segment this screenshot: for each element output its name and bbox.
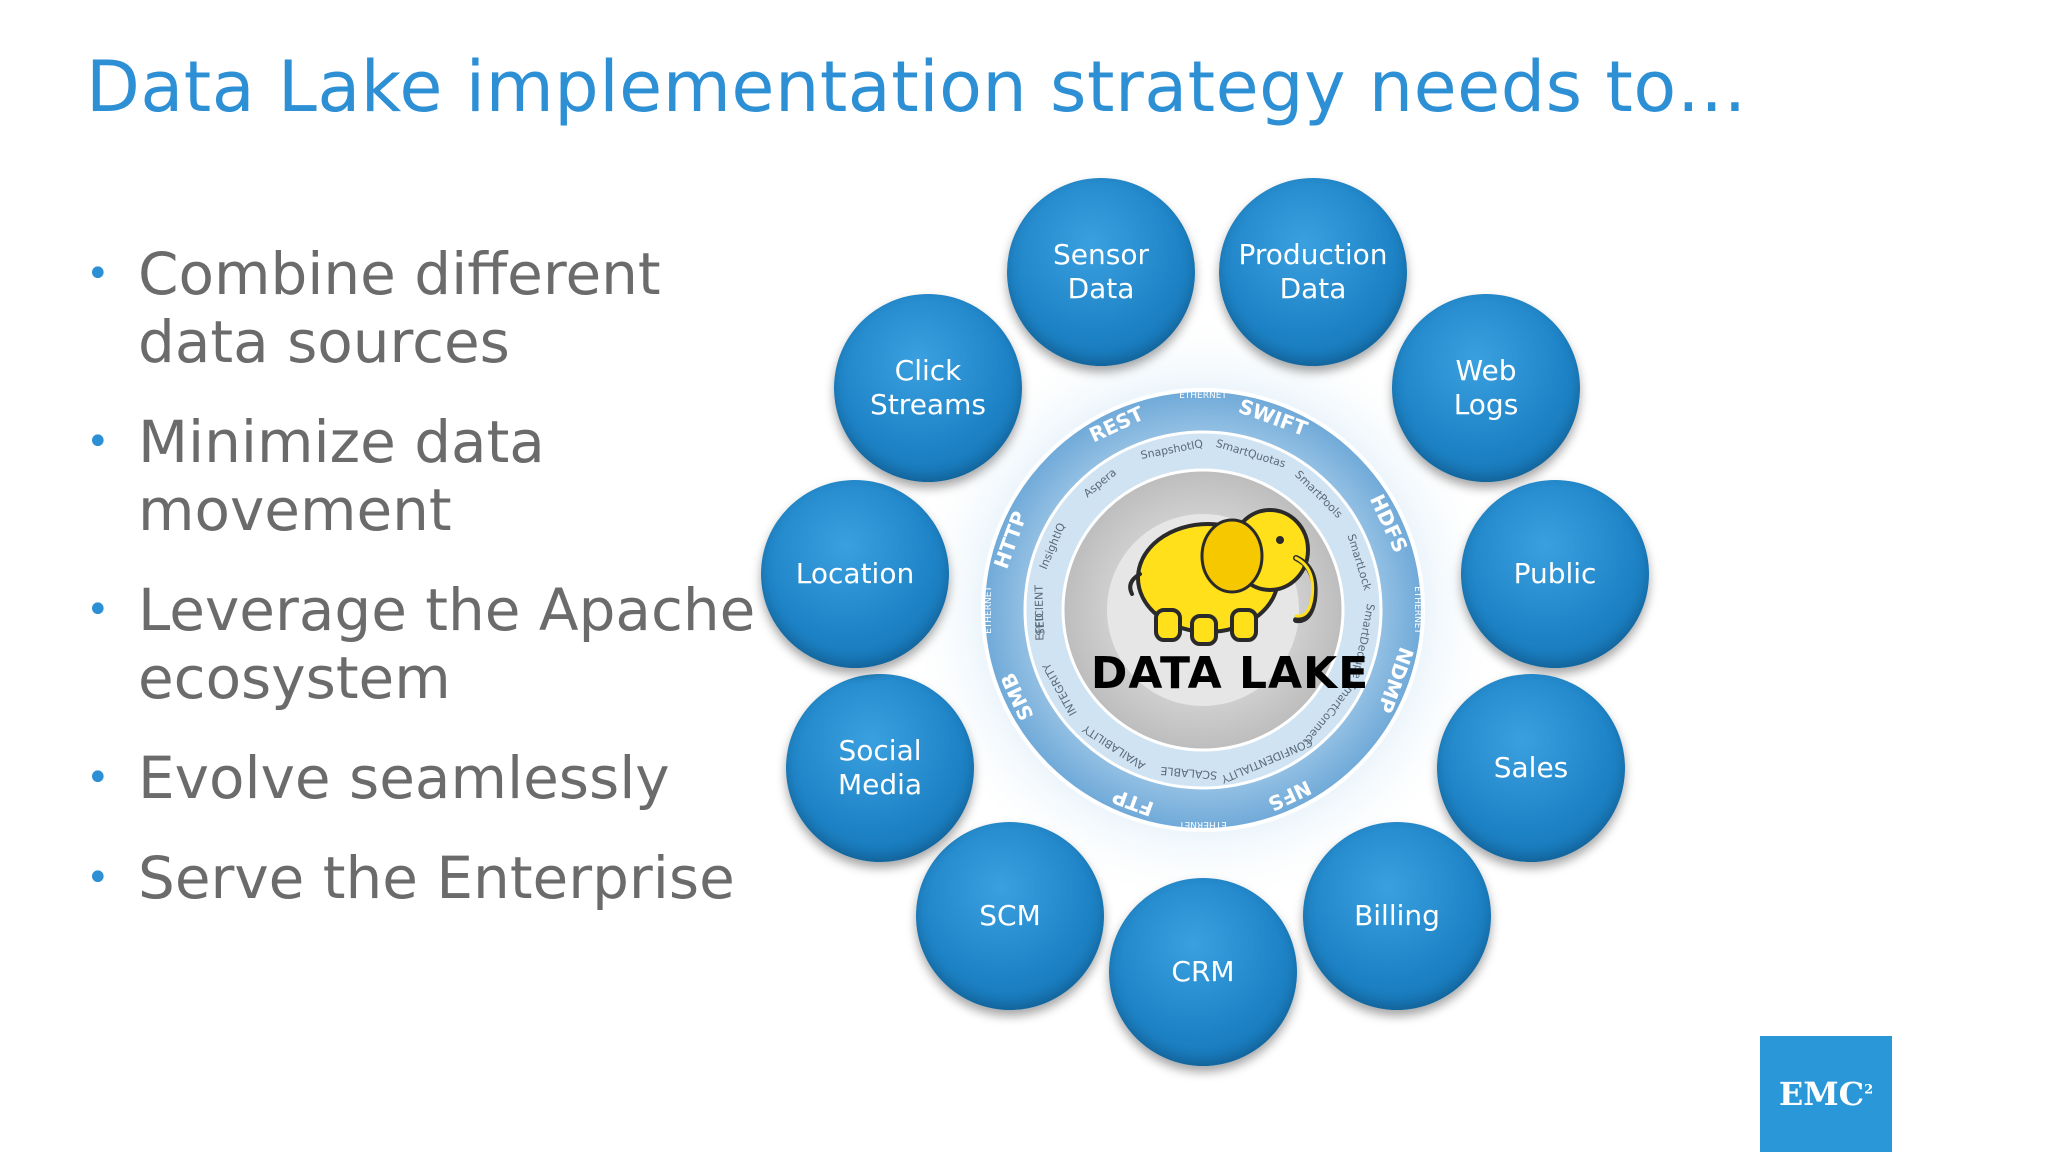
- emc-logo-text: EMC2: [1778, 1075, 1874, 1113]
- node-social-media[interactable]: Social Media: [786, 674, 974, 862]
- node-billing[interactable]: Billing: [1303, 822, 1491, 1010]
- ring-word: ETHERNET: [1179, 391, 1227, 401]
- node-label: Billing: [1354, 899, 1440, 932]
- bullet-dot-icon: •: [86, 755, 110, 801]
- node-web-logs[interactable]: Web Logs: [1392, 294, 1580, 482]
- node-label: Public: [1513, 557, 1597, 590]
- yellow-elephant-icon: [1128, 508, 1318, 646]
- bullet-text: Minimize data movement: [138, 408, 545, 544]
- node-sales[interactable]: Sales: [1437, 674, 1625, 862]
- ring-word: SED: [1033, 613, 1048, 636]
- emc-logo: EMC2: [1760, 1036, 1892, 1152]
- node-click-streams[interactable]: Click Streams: [834, 294, 1022, 482]
- node-label: Sales: [1493, 751, 1569, 784]
- node-location[interactable]: Location: [761, 480, 949, 668]
- node-label: Social Media: [837, 734, 923, 801]
- node-label: SCM: [979, 899, 1041, 932]
- bullet-text: Combine different data sources: [138, 240, 661, 376]
- node-public[interactable]: Public: [1461, 480, 1649, 668]
- node-sensor-data[interactable]: Sensor Data: [1007, 178, 1195, 366]
- slide-title: Data Lake implementation strategy needs …: [86, 46, 1748, 128]
- bullet-dot-icon: •: [86, 251, 110, 297]
- node-crm[interactable]: CRM: [1109, 878, 1297, 1066]
- bullet-list: • Combine different data sources • Minim…: [86, 240, 755, 944]
- node-label: Location: [795, 557, 915, 590]
- bullet-item: • Evolve seamlessly: [86, 744, 726, 812]
- bullet-dot-icon: •: [86, 587, 110, 633]
- node-production-data[interactable]: Production Data: [1219, 178, 1407, 366]
- bullet-item: • Minimize data movement: [86, 408, 726, 544]
- ring-word: ETHERNET: [984, 586, 994, 634]
- bullet-item: • Leverage the Apache ecosystem: [86, 576, 755, 712]
- ring-word: ETHERNET: [1179, 819, 1227, 829]
- data-lake-label: DATA LAKE: [1090, 648, 1370, 699]
- node-label: Click Streams: [870, 354, 986, 421]
- bullet-text: Evolve seamlessly: [138, 744, 670, 812]
- bullet-text: Serve the Enterprise: [138, 844, 735, 912]
- bullet-item: • Serve the Enterprise: [86, 844, 735, 912]
- node-scm[interactable]: SCM: [916, 822, 1104, 1010]
- node-label: Sensor Data: [1053, 238, 1149, 305]
- bullet-item: • Combine different data sources: [86, 240, 726, 376]
- ring-word: SCALABLE: [1160, 764, 1218, 782]
- ring-word: ETHERNET: [1412, 586, 1422, 634]
- node-label: Web Logs: [1453, 354, 1519, 421]
- bullet-text: Leverage the Apache ecosystem: [138, 576, 756, 712]
- node-label: Production Data: [1238, 238, 1388, 305]
- bullet-dot-icon: •: [86, 419, 110, 465]
- node-label: CRM: [1171, 955, 1235, 988]
- ring-word: EFFICIENT: [1033, 585, 1047, 641]
- bullet-dot-icon: •: [86, 855, 110, 901]
